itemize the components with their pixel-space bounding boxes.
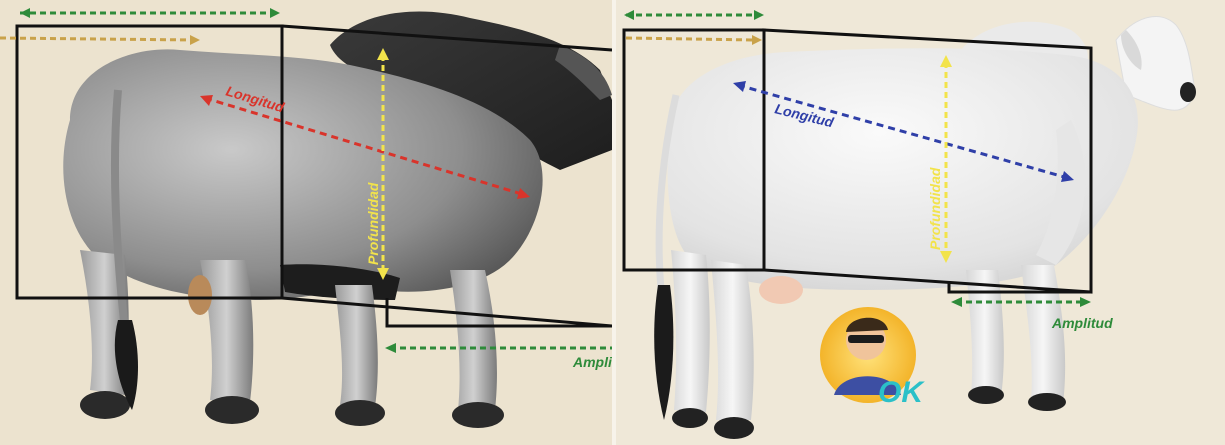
- badge-glasses: [848, 335, 884, 343]
- right-illustration: Longitud Profundidad Amplitud OK: [616, 0, 1225, 445]
- right-hoof-3: [968, 386, 1004, 404]
- right-rear-leg-1: [671, 250, 710, 412]
- right-hoof-1: [672, 408, 708, 428]
- right-nose: [1180, 82, 1196, 102]
- right-hoof-4: [1028, 393, 1066, 411]
- left-depth-label: Profundidad: [365, 182, 381, 265]
- left-hoof-2: [205, 396, 259, 424]
- right-hoof-2: [714, 417, 754, 439]
- left-width-label: Amplitud: [572, 354, 612, 370]
- left-hoof-1: [80, 391, 130, 419]
- right-panel: Longitud Profundidad Amplitud OK: [616, 0, 1225, 445]
- left-hoof-4: [452, 402, 504, 428]
- right-udder: [759, 276, 803, 304]
- left-hoof-3: [335, 400, 385, 426]
- right-width-label: Amplitud: [1051, 315, 1113, 331]
- left-panel: Longitud Profundidad Amplitud: [0, 0, 612, 445]
- badge-text: OK: [878, 376, 925, 409]
- left-illustration: Longitud Profundidad Amplitud: [0, 0, 612, 445]
- left-scrotum: [188, 275, 212, 315]
- right-depth-label: Profundidad: [927, 167, 943, 250]
